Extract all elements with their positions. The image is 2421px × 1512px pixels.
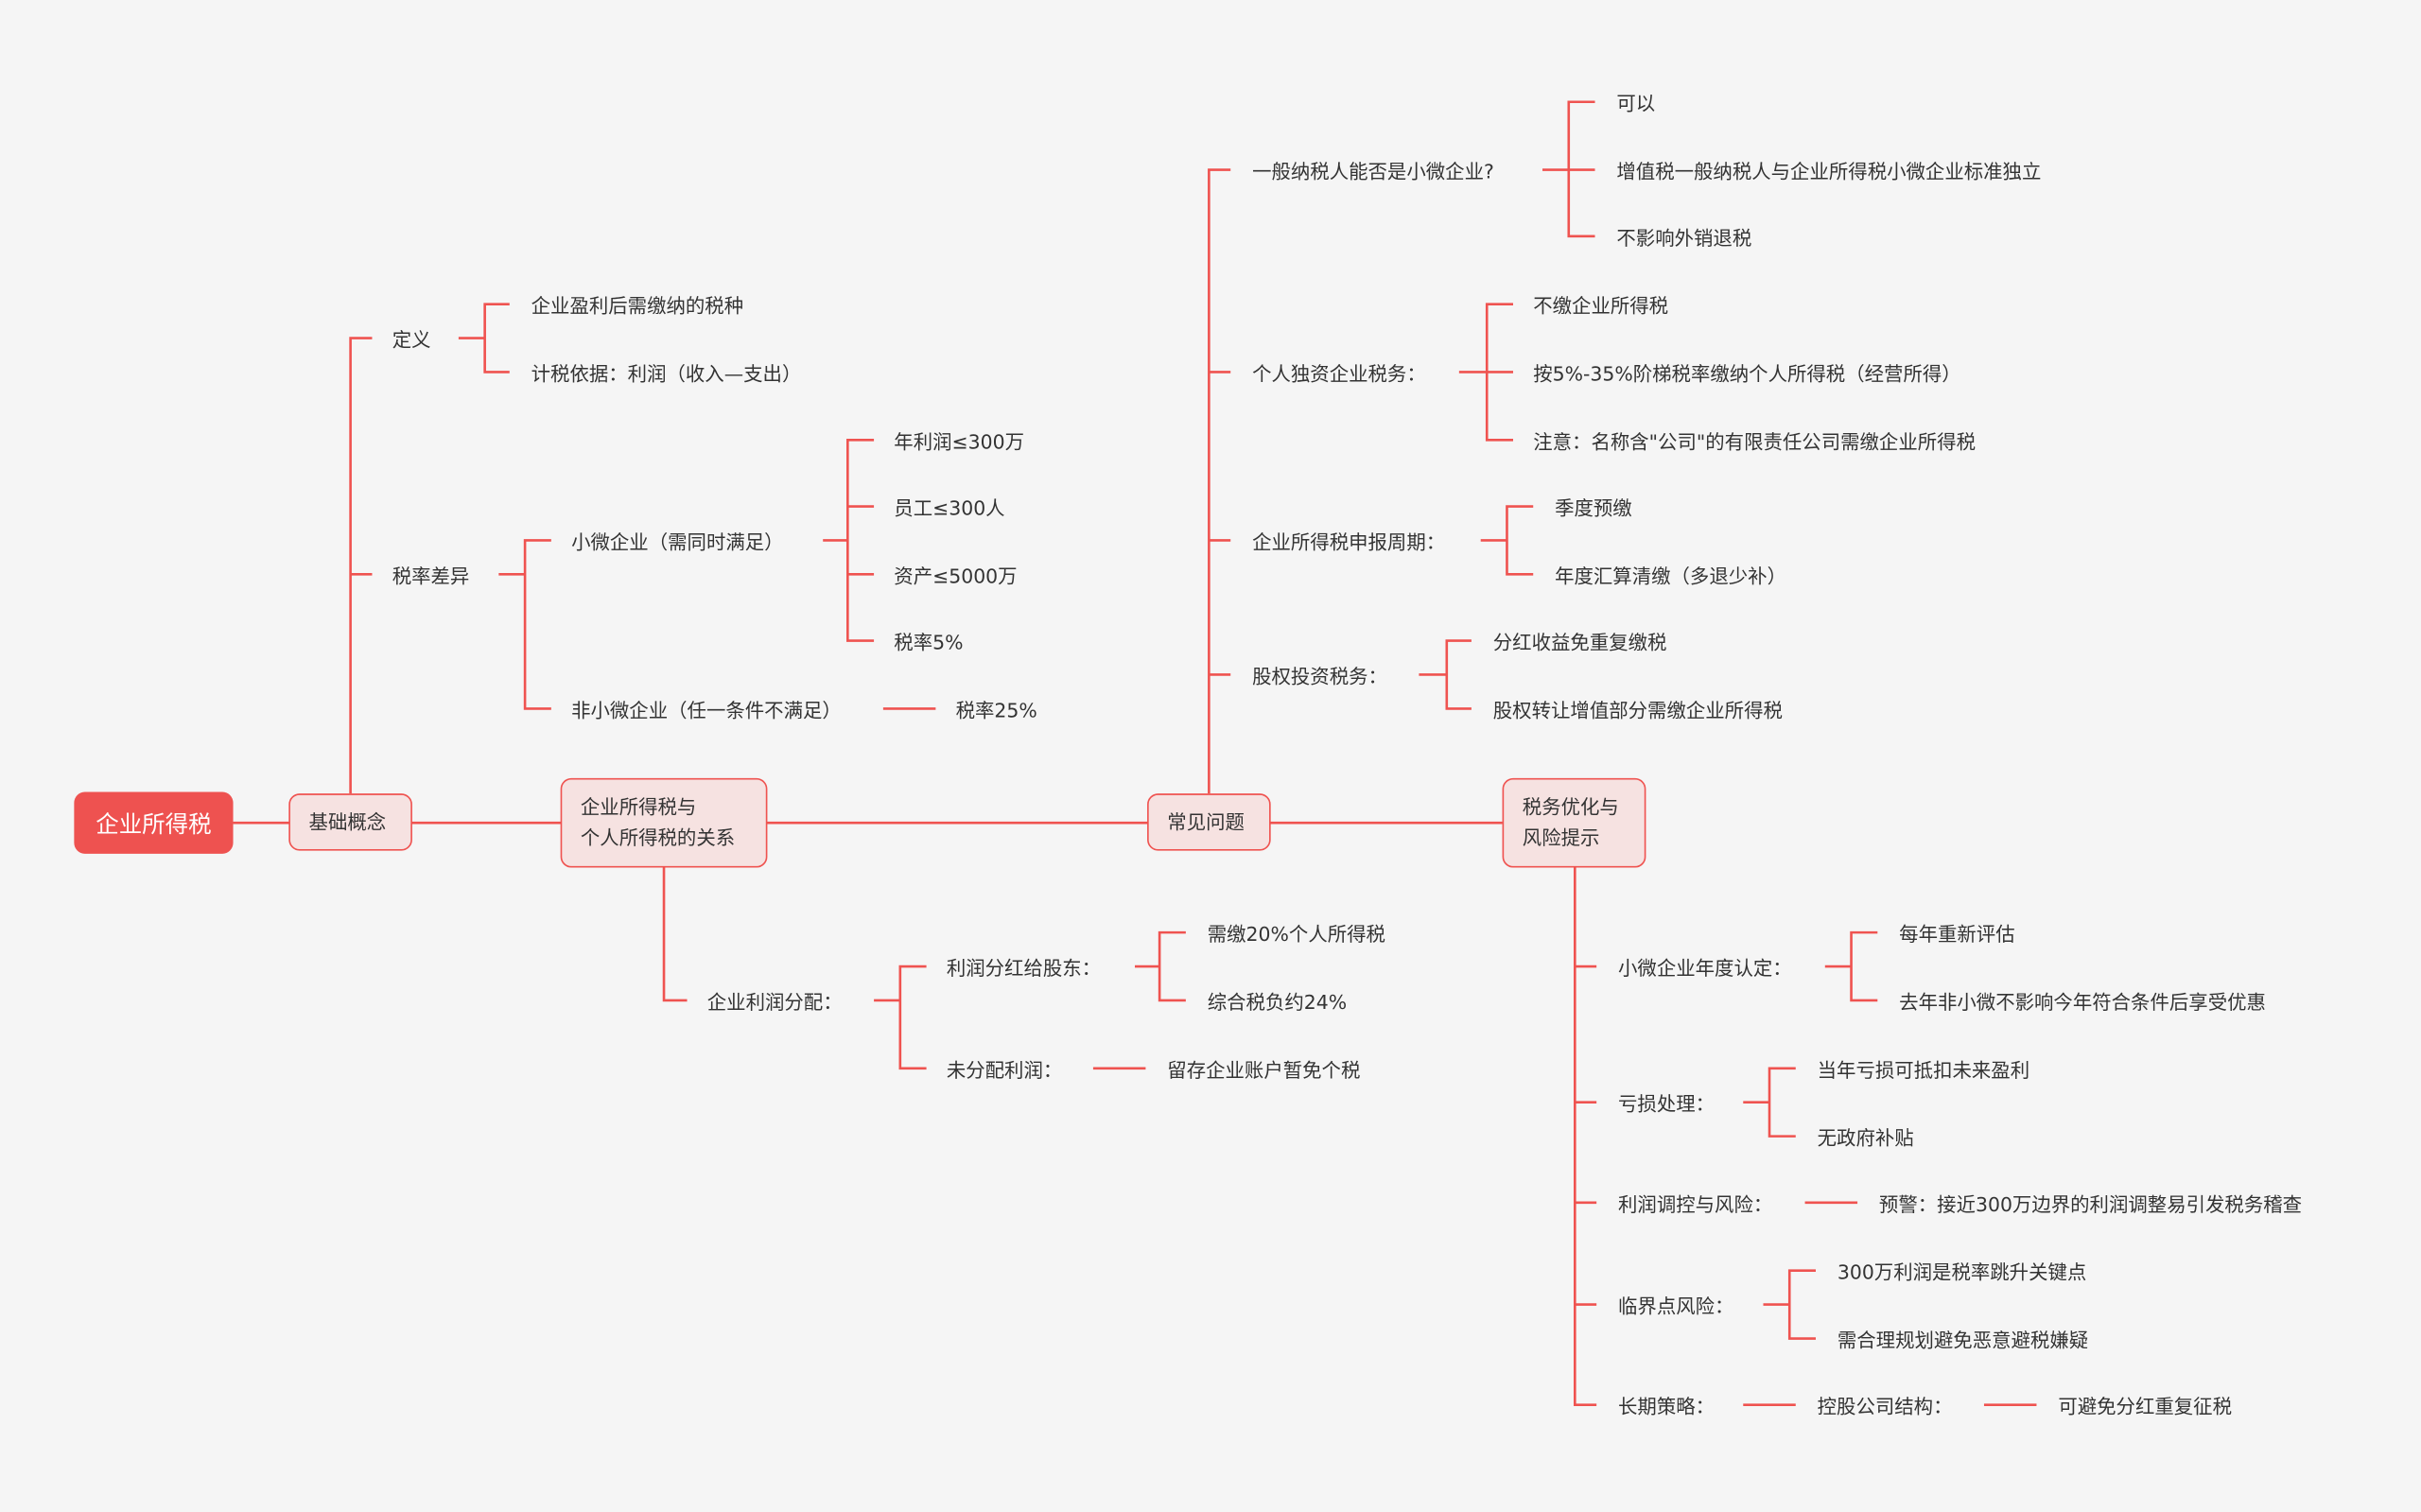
leaf-node[interactable]: 每年重新评估	[1899, 922, 2015, 946]
node-equity[interactable]: 股权投资税务：	[1252, 664, 1387, 688]
leaf-node[interactable]: 无政府补贴	[1817, 1126, 1914, 1150]
node-definition[interactable]: 定义	[392, 327, 431, 352]
topic-label-line: 风险提示	[1522, 826, 1600, 849]
leaf-node[interactable]: 需合理规划避免恶意避税嫌疑	[1837, 1328, 2089, 1352]
leaf-node[interactable]: 不影响外销退税	[1616, 226, 1752, 250]
leaf-node[interactable]: 年利润≤300万	[894, 429, 1025, 454]
leaf-node[interactable]: 年度汇算清缴（多退少补）	[1555, 564, 1787, 588]
leaf-node[interactable]: 留存企业账户暂免个税	[1167, 1058, 1361, 1082]
leaf-node[interactable]: 注意：名称含"公司"的有限责任公司需缴企业所得税	[1533, 429, 1977, 454]
leaf-node[interactable]: 企业盈利后需缴纳的税种	[531, 294, 744, 318]
node-annual[interactable]: 小微企业年度认定：	[1618, 956, 1792, 980]
leaf-node[interactable]: 预警：接近300万边界的利润调整易引发税务稽查	[1878, 1192, 2303, 1216]
leaf-node[interactable]: 300万利润是税率跳升关键点	[1837, 1260, 2087, 1284]
node-small[interactable]: 小微企业（需同时满足）	[571, 530, 784, 554]
root-node[interactable]: 企业所得税	[74, 791, 234, 854]
node-dividend[interactable]: 利润分红给股东：	[946, 956, 1102, 980]
node-undistributed[interactable]: 未分配利润：	[946, 1058, 1063, 1082]
leaf-node[interactable]: 按5%-35%阶梯税率缴纳个人所得税（经营所得）	[1533, 361, 1961, 386]
leaf-node[interactable]: 分红收益免重复缴税	[1492, 630, 1667, 654]
node-general[interactable]: 一般纳税人能否是小微企业?	[1252, 159, 1494, 183]
topic-faq[interactable]: 常见问题	[1147, 793, 1271, 851]
leaf-node[interactable]: 需缴20%个人所得税	[1207, 922, 1385, 946]
topic-label: 基础概念	[308, 809, 387, 833]
leaf-node[interactable]: 资产≤5000万	[894, 564, 1018, 588]
topic-label: 常见问题	[1167, 809, 1245, 833]
leaf-node[interactable]: 可以	[1616, 92, 1656, 115]
node-holding[interactable]: 控股公司结构：	[1817, 1395, 1953, 1418]
leaf-node[interactable]: 税率5%	[894, 630, 964, 654]
topic-relation[interactable]: 企业所得税与 个人所得税的关系	[560, 777, 768, 868]
topic-label-line: 企业所得税与	[580, 794, 697, 819]
topic-label-line: 个人所得税的关系	[580, 826, 736, 849]
node-non-small[interactable]: 非小微企业（任一条件不满足）	[571, 698, 842, 722]
node-rates[interactable]: 税率差异	[392, 564, 470, 588]
leaf-node[interactable]: 股权转让增值部分需缴企业所得税	[1492, 698, 1783, 722]
leaf-node[interactable]: 去年非小微不影响今年符合条件后享受优惠	[1899, 990, 2266, 1014]
leaf-node[interactable]: 当年亏损可抵扣未来盈利	[1817, 1058, 2030, 1082]
leaf-node[interactable]: 税率25%	[955, 698, 1037, 722]
node-critical[interactable]: 临界点风险：	[1618, 1294, 1734, 1318]
leaf-node[interactable]: 季度预缴	[1555, 495, 1632, 520]
topic-label-line: 税务优化与	[1522, 794, 1619, 819]
root-label: 企业所得税	[96, 809, 212, 838]
node-profit[interactable]: 利润调控与风险：	[1618, 1192, 1773, 1216]
node-loss[interactable]: 亏损处理：	[1618, 1092, 1716, 1116]
node-distribution[interactable]: 企业利润分配：	[706, 990, 843, 1014]
leaf-node[interactable]: 员工≤300人	[894, 495, 1005, 520]
topic-basics[interactable]: 基础概念	[288, 793, 412, 851]
leaf-node[interactable]: 可避免分红重复征税	[2058, 1395, 2233, 1418]
leaf-node[interactable]: 不缴企业所得税	[1533, 294, 1669, 318]
node-longterm[interactable]: 长期策略：	[1618, 1395, 1716, 1418]
node-sole[interactable]: 个人独资企业税务：	[1252, 361, 1426, 386]
leaf-node[interactable]: 增值税一般纳税人与企业所得税小微企业标准独立	[1616, 159, 2042, 183]
node-period[interactable]: 企业所得税申报周期：	[1252, 530, 1446, 554]
leaf-node[interactable]: 计税依据：利润（收入—支出）	[531, 361, 802, 386]
topic-optimize[interactable]: 税务优化与 风险提示	[1502, 777, 1646, 868]
leaf-node[interactable]: 综合税负约24%	[1207, 990, 1348, 1014]
